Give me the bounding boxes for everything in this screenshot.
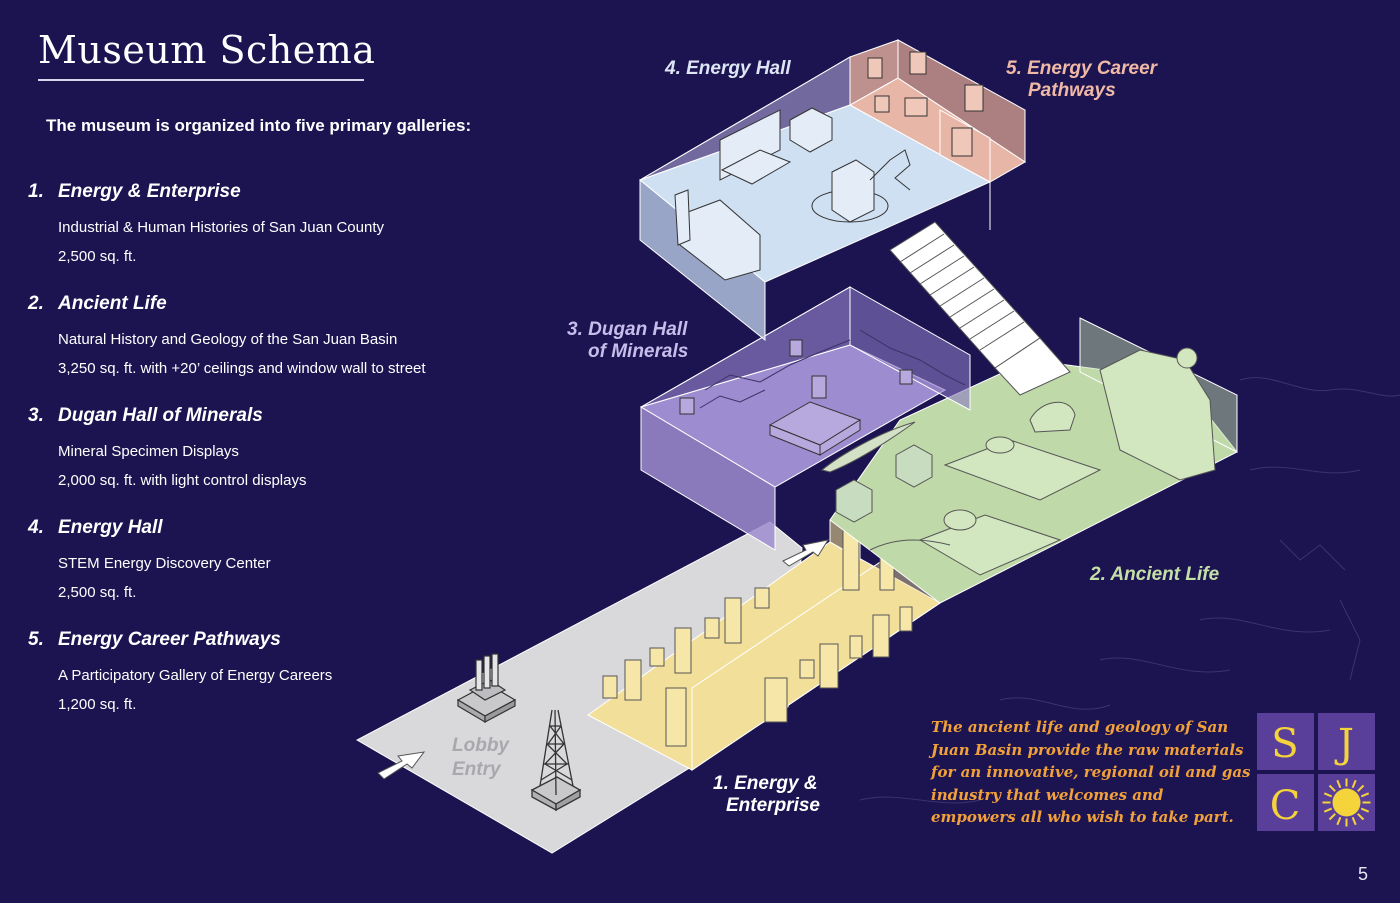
map-label-enterprise: 1. Energy & Enterprise — [713, 773, 820, 817]
dugan-left-wall — [640, 406, 776, 551]
upper-frame — [764, 110, 1026, 340]
map-label-dugan-hall: 3. Dugan Hall of Minerals — [567, 319, 688, 363]
mineral-cases — [679, 339, 913, 456]
gallery-item-dugan-hall: 3. Dugan Hall of Minerals Mineral Specime… — [28, 405, 498, 517]
page-number: 5 — [1358, 864, 1369, 884]
gallery-name: 1. Energy & Enterprise — [28, 181, 241, 203]
enterprise-entry-arrow-icon — [782, 539, 830, 567]
gallery-number: 4. — [28, 517, 44, 538]
map-label-lobby-line2: Entry — [452, 759, 501, 780]
gallery-size: 1,200 sq. ft. — [58, 696, 137, 713]
mineral-shelf-items — [699, 329, 966, 409]
map-label-lobby: Lobby Entry — [452, 734, 509, 782]
logo-letter-s: S — [1271, 721, 1298, 767]
logo-tile-c — [1257, 774, 1314, 831]
gallery-number: 1. — [28, 181, 44, 202]
page-title: Museum Schema — [38, 28, 376, 72]
gallery-number: 5. — [28, 629, 44, 650]
gallery-item-energy-hall: 4. Energy Hall STEM Energy Discovery Cent… — [28, 517, 498, 629]
gallery-description: Industrial & Human Histories of San Juan… — [58, 219, 384, 236]
dugan-right-wall — [849, 286, 971, 411]
map-label-ancient-life: 2. Ancient Life — [1090, 564, 1220, 585]
gallery-description: A Participatory Gallery of Energy Career… — [58, 667, 333, 684]
gallery-title: Energy Career Pathways — [58, 629, 281, 650]
gallery-title: Energy Hall — [58, 517, 163, 538]
logo-tile-s — [1257, 713, 1314, 770]
fossil-displays — [869, 347, 1216, 576]
logo-letter-j: J — [1334, 721, 1354, 767]
map-label-dugan-line1: 3. Dugan Hall — [567, 319, 688, 340]
map-label-energy-hall: 4. Energy Hall — [665, 58, 791, 79]
gallery-item-energy-enterprise: 1. Energy & Enterprise Industrial & Human… — [28, 181, 498, 293]
gallery-number: 2. — [28, 293, 44, 314]
map-label-career-pathways: 5. Energy Career Pathways — [1006, 58, 1157, 102]
gallery-name: 3. Dugan Hall of Minerals — [28, 405, 263, 427]
lobby-entry-arrow-icon — [377, 751, 426, 780]
staircase — [889, 221, 1071, 396]
title-rule — [38, 79, 364, 81]
gallery-size: 2,500 sq. ft. — [58, 248, 137, 265]
gallery-item-ancient-life: 2. Ancient Life Natural History and Geolo… — [28, 293, 498, 405]
gallery-size: 3,250 sq. ft. with +20’ ceilings and win… — [58, 360, 426, 377]
gallery-size: 2,500 sq. ft. — [58, 584, 137, 601]
gallery-item-career-pathways: 5. Energy Career Pathways A Participatory… — [28, 629, 498, 741]
background-sketch — [859, 377, 1400, 804]
gallery-size: 2,000 sq. ft. with light control display… — [58, 472, 307, 489]
gallery-name: 2. Ancient Life — [28, 293, 167, 315]
gallery-description: Mineral Specimen Displays — [58, 443, 239, 460]
display-cases — [820, 421, 933, 523]
gallery-list: 1. Energy & Enterprise Industrial & Human… — [28, 181, 498, 741]
sun-icon — [1322, 778, 1371, 827]
intro-text: The museum is organized into five primar… — [46, 116, 472, 135]
sjc-logo: S J C — [1257, 713, 1375, 831]
oil-derrick-icon — [530, 709, 582, 812]
gallery-title: Dugan Hall of Minerals — [58, 405, 263, 426]
gallery-title: Ancient Life — [58, 293, 167, 314]
map-label-career-line2: Pathways — [1028, 80, 1116, 101]
power-plant-model-icon — [456, 653, 517, 724]
gallery-name: 4. Energy Hall — [28, 517, 163, 539]
career-exhibits — [867, 51, 984, 157]
logo-letter-c: C — [1270, 783, 1301, 829]
gallery-description: STEM Energy Discovery Center — [58, 555, 271, 572]
gallery-description: Natural History and Geology of the San J… — [58, 331, 398, 348]
map-label-dugan-line2: of Minerals — [588, 341, 689, 362]
map-label-enterprise-line1: 1. Energy & — [713, 773, 818, 794]
gallery-number: 3. — [28, 405, 44, 426]
map-label-enterprise-line2: Enterprise — [726, 795, 820, 816]
logo-tile-j — [1318, 713, 1375, 770]
enterprise-exhibits — [602, 529, 913, 747]
gallery-title: Energy & Enterprise — [58, 181, 241, 202]
gallery-name: 5. Energy Career Pathways — [28, 629, 281, 651]
map-label-career-line1: 5. Energy Career — [1006, 58, 1158, 79]
caption-text: The ancient life and geology of San Juan… — [931, 718, 1251, 826]
map-label-lobby-line1: Lobby — [452, 735, 509, 756]
energy-hall-exhibits — [674, 107, 911, 281]
